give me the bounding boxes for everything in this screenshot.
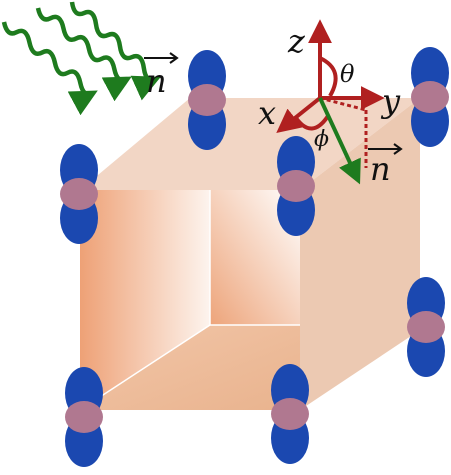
vector-arrow-icon [368, 143, 403, 155]
coordinate-axes [276, 19, 385, 168]
wave-arrow [35, 7, 132, 102]
phi-label: ϕ [314, 127, 329, 152]
vector-arrow-icon [144, 52, 179, 64]
cube-inner-left-wall [80, 190, 210, 410]
cube-right-face [300, 98, 420, 410]
y-axis-label: y [380, 82, 401, 120]
cube-inner-floor [80, 325, 300, 410]
n-vector-label-left: n [146, 62, 167, 100]
phi-arc [294, 114, 330, 131]
cube-top-face [80, 98, 420, 190]
n-vector-label-right: n [370, 150, 391, 188]
n-vector-arrow [318, 97, 361, 185]
wave-arrow [69, 1, 161, 101]
orbital-icon [60, 144, 98, 244]
orbital-icon [411, 47, 449, 147]
x-axis [276, 96, 322, 133]
theta-arc [319, 56, 338, 97]
wave-arrows [1, 1, 161, 116]
orbital-icon [271, 364, 309, 464]
wave-arrow [1, 21, 98, 116]
orbital-icon [188, 50, 226, 150]
orbital-icon [407, 277, 445, 377]
orbital-icon [277, 136, 315, 236]
theta-label: θ [340, 60, 355, 88]
x-axis-label: x [258, 94, 276, 132]
projection-line [319, 96, 367, 112]
cube-inner-back-wall [210, 190, 300, 325]
orbital-icon [65, 367, 103, 467]
z-axis-label: z [287, 22, 306, 60]
